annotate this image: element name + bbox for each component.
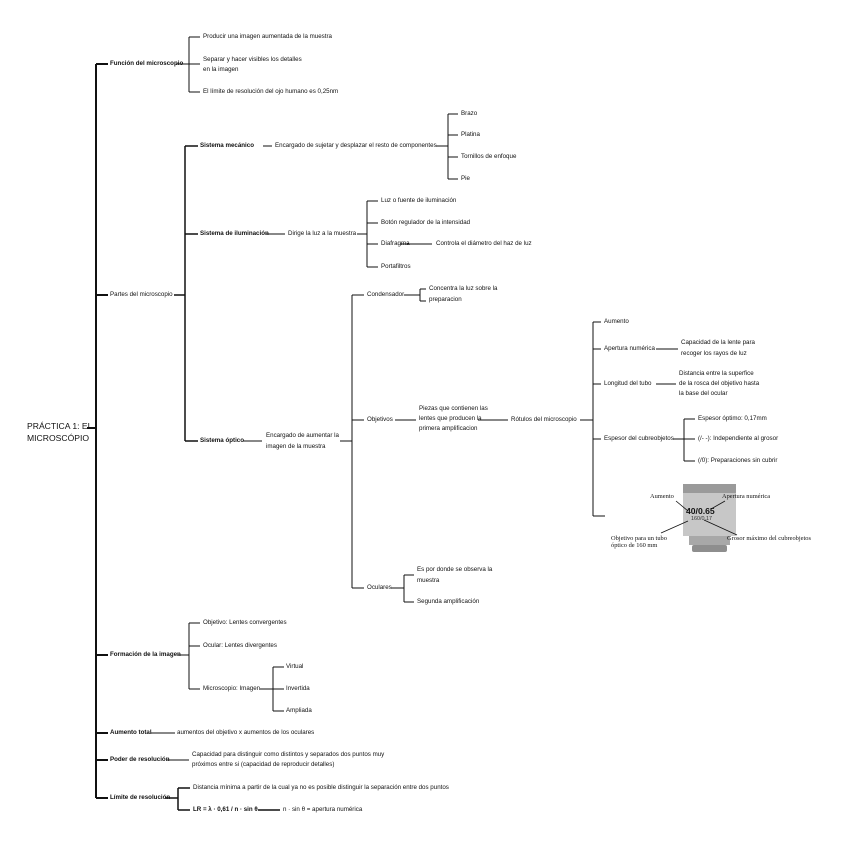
mecanico-item-platina: Platina [461,131,480,138]
condensador-desc-2: preparacion [429,296,462,303]
imagen-invertida: Invertida [286,685,310,692]
rotulo-espesor: Espesor del cubreobjetos [604,435,674,442]
imagen-virtual: Virtual [286,663,304,670]
partes-label: Partes del microscopio [110,291,173,298]
apertura-desc-2: recoger los rayos de luz [681,350,747,357]
iluminacion-item-portafiltros: Portafiltros [381,263,411,270]
tubo-desc-3: la base del ocular [679,390,728,397]
diafragma-desc: Controla el diámetro del haz de luz [436,240,532,247]
formacion-microscopio: Microscopio: Imagen [203,685,261,692]
rotulos-label: Rótulos del microscopio [511,416,577,423]
mecanico-label: Sistema mecánico [200,142,254,149]
poder-desc-2: próximos entre si (capacidad de reproduc… [192,761,335,768]
limite-formula: LR = λ · 0,61 / n · sin θ [193,806,258,813]
tubo-desc-2: de la rosca del objetivo hasta [679,380,760,387]
imagen-ampliada: Ampliada [286,707,312,714]
limite-label: Límite de resolución [110,794,171,801]
mecanico-desc: Encargado de sujetar y desplazar el rest… [275,142,437,149]
formacion-label: Formación de la imagen [110,651,181,658]
optico-desc-1: Encargado de aumentar la [266,432,339,439]
funcion-item-3: El límite de resolución del ojo humano e… [203,88,339,95]
figure-tubo-2: óptico de 160 mm [611,542,658,549]
objetivos-desc-3: primera amplificacion [419,425,478,432]
aumento-total-desc: aumentos del objetivo x aumentos de los … [177,729,315,736]
condensador-desc-1: Concentra la luz sobre la [429,285,498,292]
rotulo-apertura: Apertura numérica [604,345,655,352]
formacion-ocular: Ocular: Lentes divergentes [203,642,277,649]
espesor-item-2: (/- -): Independiente al grosor [698,435,779,442]
figure-grosor: Grosor máximo del cubreobjetos [727,535,811,542]
figure-objective-marking: 40/0.65 [686,506,715,516]
iluminacion-item-boton: Botón regulador de la intensidad [381,219,471,226]
oculares-desc-2: muestra [417,577,440,584]
figure-apertura: Apertura numérica [722,493,771,500]
figure-tubo-1: Objetivo para un tubo [611,535,667,542]
poder-desc-1: Capacidad para distinguir como distintos… [192,751,385,758]
oculares-segunda: Segunda amplificación [417,598,480,605]
limite-na-note: n · sin θ = apertura numérica [283,806,363,813]
iluminacion-desc: Dirige la luz a la muestra [288,230,357,237]
poder-label: Poder de resolución [110,756,170,763]
oculares-desc-1: Es por donde se observa la [417,566,493,573]
iluminacion-item-luz: Luz o fuente de iluminación [381,197,457,204]
iluminacion-label: Sistema de iluminación [200,230,269,237]
optico-label: Sistema óptico [200,437,245,444]
funcion-item-1: Producir una imagen aumentada de la mues… [203,33,332,40]
objetivos-desc-1: Piezas que contienen las [419,405,488,412]
funcion-item-2: Separar y hacer visibles los detalles [203,56,302,63]
aumento-total-label: Aumento total [110,729,152,736]
espesor-item-1: Espesor óptimo: 0,17mm [698,415,767,422]
figure-aumento: Aumento [650,493,674,500]
espesor-item-3: (/0): Preparaciones sin cubrir [698,457,778,464]
oculares-label: Oculares [367,584,392,591]
figure-objective-submarking: 160/0.17 [691,516,712,522]
root-title-line-2: MICROSCÓPIO [27,433,90,443]
formacion-objetivo: Objetivo: Lentes convergentes [203,619,287,626]
iluminacion-item-diafragma: Diafragma [381,240,410,247]
limite-desc: Distancia mínima a partir de la cual ya … [193,784,449,791]
mecanico-item-brazo: Brazo [461,110,478,117]
apertura-desc-1: Capacidad de la lente para [681,339,755,346]
mecanico-item-tornillos: Tornillos de enfoque [461,153,517,160]
objetivos-desc-2: lentes que producen la [419,415,482,422]
tubo-desc-1: Distancia entre la superfice [679,370,754,377]
rotulo-aumento: Aumento [604,318,629,325]
optico-desc-2: imagen de la muestra [266,443,326,450]
condensador-label: Condensador [367,291,405,298]
objetivos-label: Objetivos [367,416,393,423]
funcion-item-2b: en la imagen [203,66,239,73]
mecanico-item-pie: Pie [461,175,470,182]
root-title-line-1: PRÁCTICA 1: EL [27,421,93,431]
funcion-label: Función del microscopio [110,60,184,67]
objective-lens-illustration [660,484,738,552]
rotulo-tubo: Longitud del tubo [604,380,652,387]
